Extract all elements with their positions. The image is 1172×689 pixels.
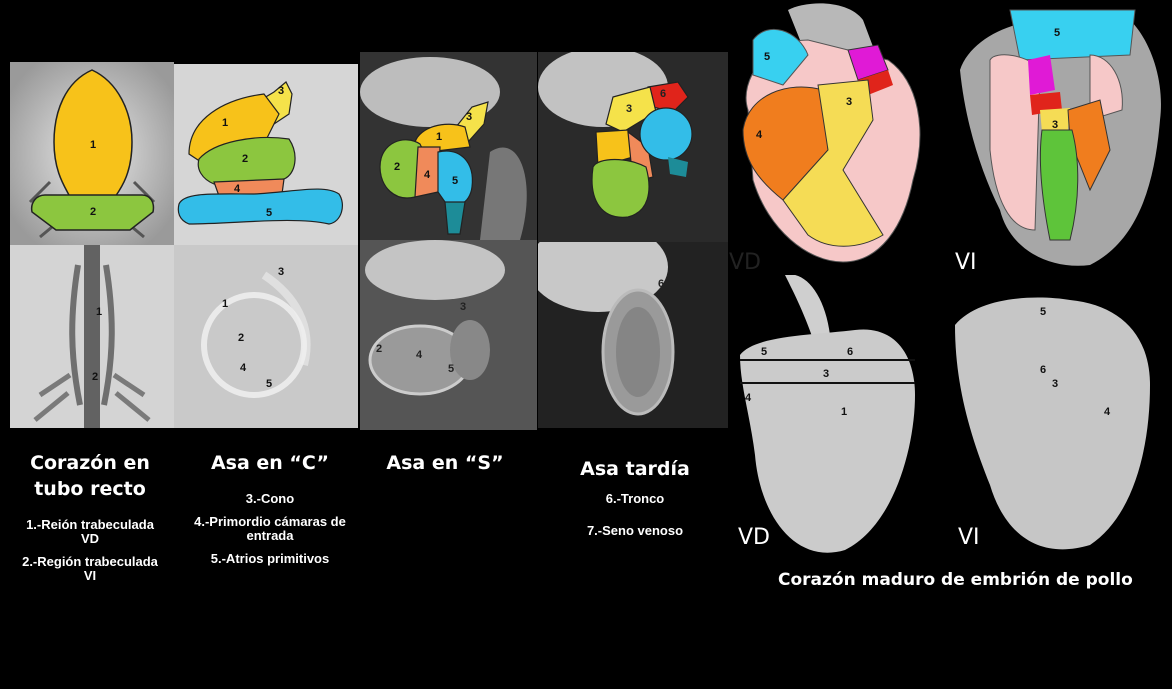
label-3: 3 [278,266,284,278]
label-3: 3 [846,96,852,108]
label-3: 3 [460,301,466,313]
late-loop-colored-panel: 6 3 [538,52,728,242]
mature-heart-caption: Corazón maduro de embrión de pollo [778,570,1170,590]
label-1: 1 [96,306,102,318]
c-loop-photo-panel: 3 1 2 4 5 [174,245,358,428]
label-3: 3 [823,368,829,380]
label-7: 7 [676,348,682,360]
label-1: 1 [436,131,442,143]
label-3: 3 [626,103,632,115]
legend-item-5: 5.-Atrios primitivos [190,552,350,566]
label-5: 5 [1054,27,1060,39]
label-2: 2 [90,206,96,218]
mature-vd-colored-panel: 5 4 3 [728,0,948,275]
stage-title-straight-tube: Corazón en tubo recto [20,450,160,502]
label-1: 1 [90,139,96,151]
label-3: 3 [278,85,284,97]
label-5: 5 [448,363,454,375]
label-5: 5 [764,51,770,63]
s-loop-colored-panel: 3 1 2 4 5 [360,52,537,240]
label-1: 1 [841,406,847,418]
label-4: 4 [424,169,431,181]
vd-label-bottom: VD [738,525,770,550]
label-3: 3 [1052,378,1058,390]
region-5-shape [178,189,342,224]
mature-vi-photo-panel: 5 6 3 4 [950,275,1172,565]
stage-title-c-loop: Asa en “C” [190,450,350,476]
label-5: 5 [266,378,272,390]
legend-item-3: 3.-Cono [190,492,350,506]
vi-label-top: VI [955,250,977,275]
legend-c-loop: 3.-Cono 4.-Primordio cámaras de entrada … [190,492,350,575]
legend-item-6: 6.-Tronco [555,492,715,506]
label-6: 6 [1040,364,1046,376]
mature-vd-photo-panel: 5 6 3 4 1 [735,275,945,565]
legend-late-loop: 6.-Tronco 7.-Seno venoso [555,492,715,547]
stage-title-s-loop: Asa en “S” [375,450,515,476]
legend-straight-tube: 1.-Reión trabeculada VD 2.-Región trabec… [20,518,160,592]
legend-item-4: 4.-Primordio cámaras de entrada [190,515,350,543]
s-loop-photo-panel: 3 2 4 5 [360,240,537,430]
label-3: 3 [1052,119,1058,131]
label-5: 5 [452,175,458,187]
label-2: 2 [238,332,244,344]
legend-item-1: 1.-Reión trabeculada VD [20,518,160,546]
vd-label-top: VD [729,250,761,275]
label-2: 2 [92,371,98,383]
label-1: 1 [222,117,228,129]
label-3: 3 [466,111,472,123]
label-6: 6 [658,278,664,290]
region-5-shape [640,108,692,160]
legend-item-7: 7.-Seno venoso [555,524,715,538]
label-4: 4 [1104,406,1111,418]
region-2-shape [592,160,649,218]
c-loop-colored-panel: 3 1 2 4 5 [174,64,358,245]
label-2: 2 [242,153,248,165]
label-4: 4 [234,183,241,195]
label-4: 4 [240,362,247,374]
label-4: 4 [745,392,752,404]
label-2: 2 [394,161,400,173]
label-6: 6 [660,88,666,100]
mature-vi-colored-panel: 5 3 [950,0,1172,275]
label-1: 1 [222,298,228,310]
late-loop-photo-panel: 6 7 [538,242,728,428]
straight-tube-photo-panel: 1 2 [10,245,174,428]
stage-title-late-loop: Asa tardía [560,456,710,482]
label-5: 5 [266,207,272,219]
legend-item-2: 2.-Región trabeculada VI [20,555,160,583]
straight-tube-colored-panel: 1 2 [10,62,174,245]
label-5: 5 [1040,306,1046,318]
label-4: 4 [416,349,423,361]
label-4: 4 [756,129,763,141]
label-2: 2 [376,343,382,355]
vi-label-bottom: VI [958,525,980,550]
label-5: 5 [761,346,767,358]
label-6: 6 [847,346,853,358]
